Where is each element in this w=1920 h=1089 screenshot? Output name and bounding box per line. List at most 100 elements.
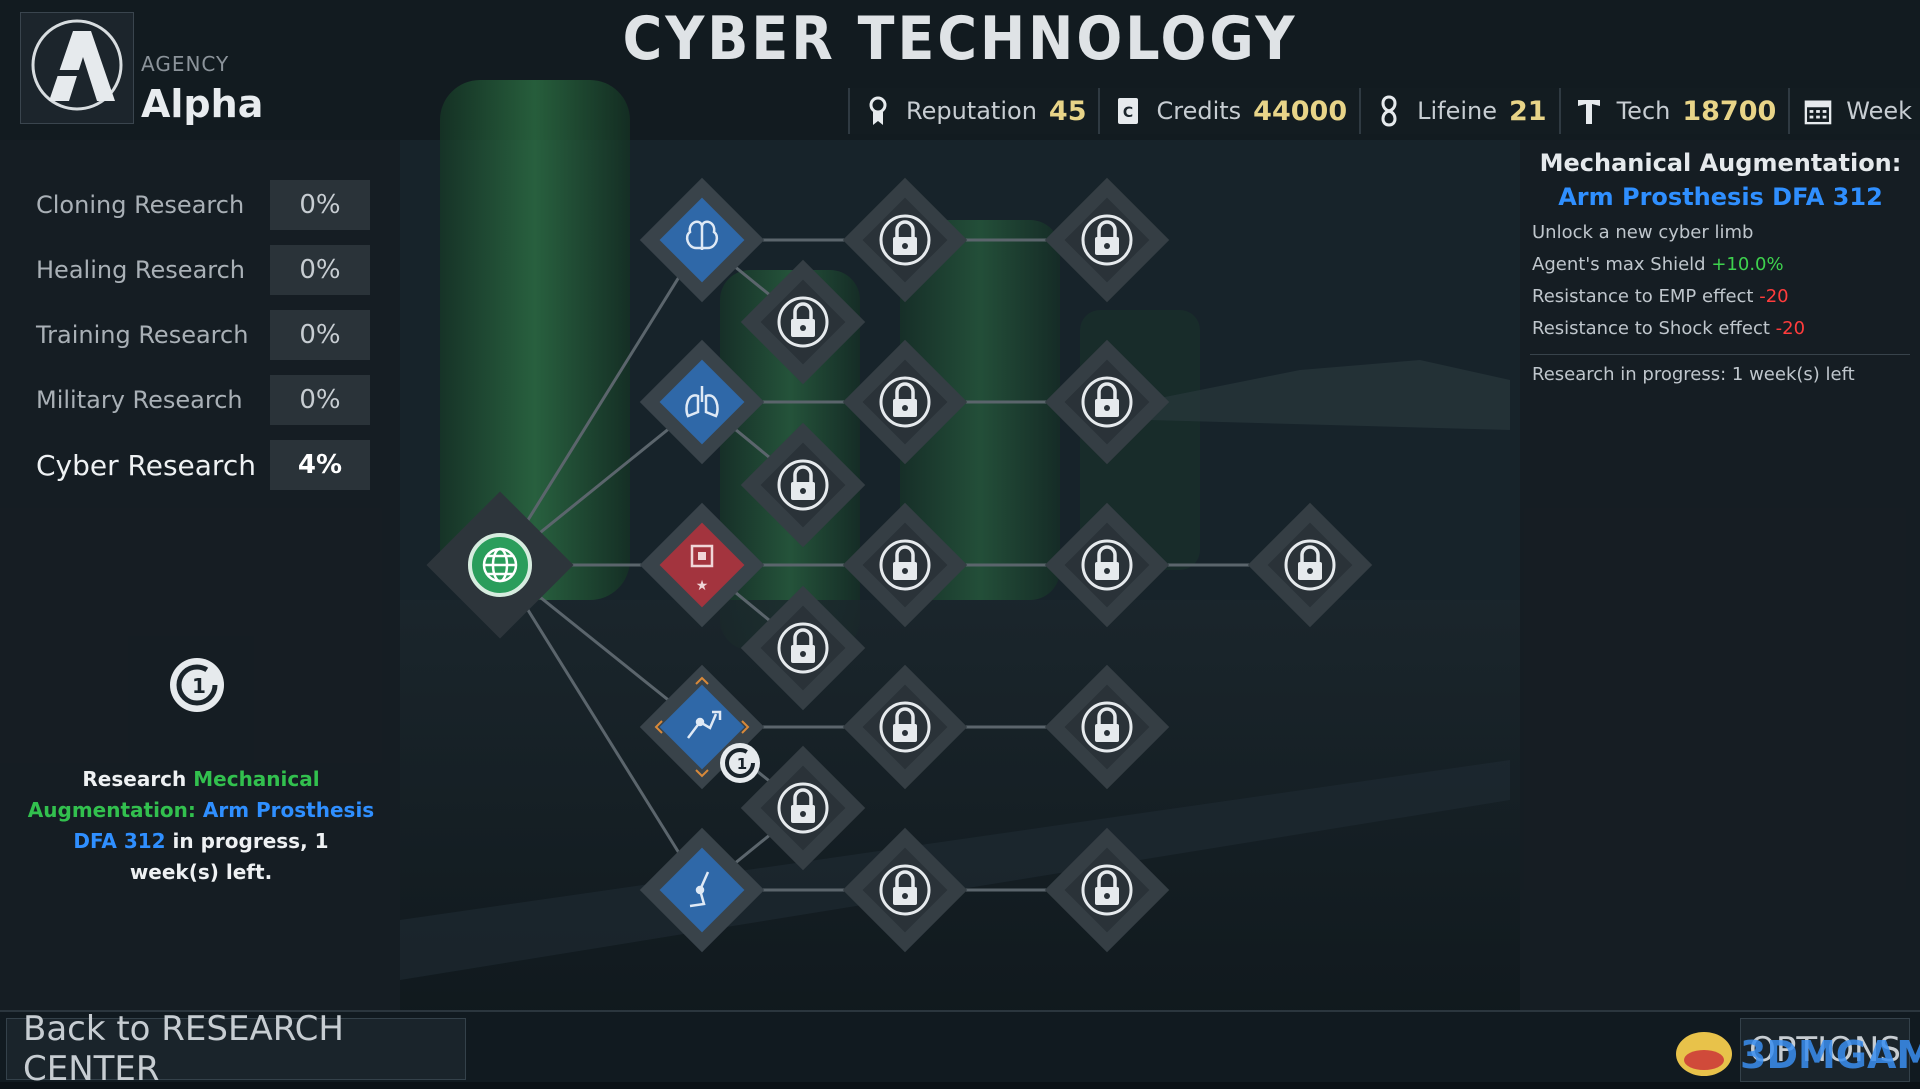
research-in-progress-badge: 1: [720, 743, 760, 783]
stat-label: Lifeine: [1417, 97, 1498, 125]
locked-node[interactable]: [842, 664, 968, 790]
lifeline-icon: [1375, 94, 1403, 128]
detail-title-item: Arm Prosthesis DFA 312: [1558, 183, 1883, 211]
queue-badge-number: 1: [192, 674, 206, 698]
locked-node[interactable]: [1044, 339, 1170, 465]
stat-tech: Tech 18700: [1558, 88, 1789, 134]
locked-node[interactable]: [1044, 502, 1170, 628]
watermark-logo: 3DMGAME: [1676, 1032, 1920, 1077]
stat-label: Credits: [1156, 97, 1242, 125]
lock-icon: [777, 296, 829, 348]
globe-network-icon: [482, 547, 518, 583]
locked-node[interactable]: [842, 502, 968, 628]
category-name: Cyber Research: [36, 448, 256, 482]
locked-node[interactable]: [842, 827, 968, 953]
lock-icon: [777, 782, 829, 834]
detail-title: Mechanical Augmentation: Arm Prosthesis …: [1528, 146, 1913, 214]
locked-node[interactable]: [842, 339, 968, 465]
stat-label: Week: [1846, 97, 1913, 125]
lock-icon: [879, 864, 931, 916]
agency-logo-icon: [31, 19, 123, 111]
locked-node[interactable]: [1247, 502, 1373, 628]
lock-icon: [777, 622, 829, 674]
status-suffix: in progress, 1 week(s) left.: [129, 829, 329, 884]
research-queue-icon: 1: [170, 658, 224, 712]
category-name: Cloning Research: [36, 191, 245, 219]
badge-number: 1: [737, 755, 747, 773]
category-military[interactable]: Military Research 0%: [36, 375, 370, 425]
detail-effect-line: Resistance to EMP effect -20: [1532, 286, 1789, 307]
stat-value: 44000: [1253, 95, 1348, 127]
locked-nodes-group: [740, 177, 1373, 953]
detail-effect-line: Resistance to Shock effect -20: [1532, 318, 1805, 339]
lock-icon: [777, 459, 829, 511]
tree-node-chip[interactable]: ★: [639, 502, 765, 628]
agency-logo: [20, 12, 134, 124]
locked-node[interactable]: [1044, 827, 1170, 953]
tree-node-root[interactable]: [426, 491, 574, 639]
locked-node[interactable]: [740, 422, 866, 548]
category-percent: 4%: [270, 440, 370, 490]
tree-node-brain[interactable]: [639, 177, 765, 303]
category-percent: 0%: [270, 180, 370, 230]
tree-node-robot-leg[interactable]: [639, 827, 765, 953]
svg-text:★: ★: [696, 578, 709, 594]
category-percent: 0%: [270, 245, 370, 295]
category-name: Military Research: [36, 386, 243, 414]
locked-node[interactable]: [1044, 664, 1170, 790]
category-training[interactable]: Training Research 0%: [36, 310, 370, 360]
effect-text: Resistance to Shock effect: [1532, 318, 1776, 339]
stat-value: 45: [1048, 95, 1087, 127]
lock-icon: [1081, 864, 1133, 916]
effect-text: Agent's max Shield: [1532, 254, 1712, 275]
locked-node[interactable]: [740, 259, 866, 385]
status-prefix: Research: [82, 767, 194, 791]
research-tree: ★ 1: [426, 177, 1373, 953]
locked-node[interactable]: [740, 745, 866, 871]
effect-value: -20: [1775, 318, 1806, 339]
tree-node-lungs[interactable]: [639, 339, 765, 465]
stat-label: Reputation: [906, 97, 1037, 125]
lungs-icon: [685, 386, 719, 418]
detail-effect-line: Unlock a new cyber limb: [1532, 222, 1753, 243]
effect-value: +10.0%: [1711, 254, 1784, 275]
effect-text: Unlock a new cyber limb: [1532, 222, 1754, 243]
lock-icon: [879, 539, 931, 591]
stat-lifeline: Lifeine 21: [1359, 88, 1559, 134]
calendar-icon: [1804, 94, 1832, 128]
lock-icon: [1081, 214, 1133, 266]
locked-node[interactable]: [842, 177, 968, 303]
brain-icon: [685, 220, 719, 250]
agency-name: Alpha: [141, 82, 264, 126]
stat-label: Tech: [1616, 97, 1671, 125]
locked-node[interactable]: [740, 585, 866, 711]
research-detail-panel: [1520, 140, 1920, 1010]
research-status-message: Research Mechanical Augmentation: Arm Pr…: [26, 764, 376, 888]
lock-icon: [1081, 376, 1133, 428]
stat-week: Week 1: [1788, 88, 1920, 134]
status-item: Arm Prosthesis DFA 312: [73, 798, 375, 853]
category-name: Healing Research: [36, 256, 246, 284]
options-button[interactable]: OPTIONS: [1740, 1018, 1910, 1082]
reputation-icon: [864, 94, 892, 128]
stat-credits: C Credits 44000: [1098, 88, 1360, 134]
category-healing[interactable]: Healing Research 0%: [36, 245, 370, 295]
selection-chevrons: [654, 676, 750, 778]
category-name: Training Research: [36, 321, 249, 349]
page-title: CYBER TECHNOLOGY: [622, 4, 1298, 74]
lock-icon: [1284, 539, 1336, 591]
lock-icon: [879, 701, 931, 753]
category-cyber[interactable]: Cyber Research 4%: [36, 440, 370, 490]
resource-stats-bar: Reputation 45 C Credits 44000 Lifeine 21…: [848, 88, 1920, 134]
category-percent: 0%: [270, 375, 370, 425]
stat-value: 18700: [1682, 95, 1777, 127]
back-to-research-center-button[interactable]: Back to RESEARCH CENTER: [6, 1009, 466, 1089]
stat-value: 21: [1509, 95, 1547, 127]
stat-reputation: Reputation 45: [848, 88, 1099, 134]
status-category: Mechanical Augmentation:: [27, 767, 320, 822]
locked-node[interactable]: [1044, 177, 1170, 303]
detail-title-prefix: Mechanical Augmentation:: [1539, 149, 1902, 177]
detail-divider: [1530, 354, 1910, 355]
category-cloning[interactable]: Cloning Research 0%: [36, 180, 370, 230]
chip-icon: ★: [690, 544, 714, 594]
